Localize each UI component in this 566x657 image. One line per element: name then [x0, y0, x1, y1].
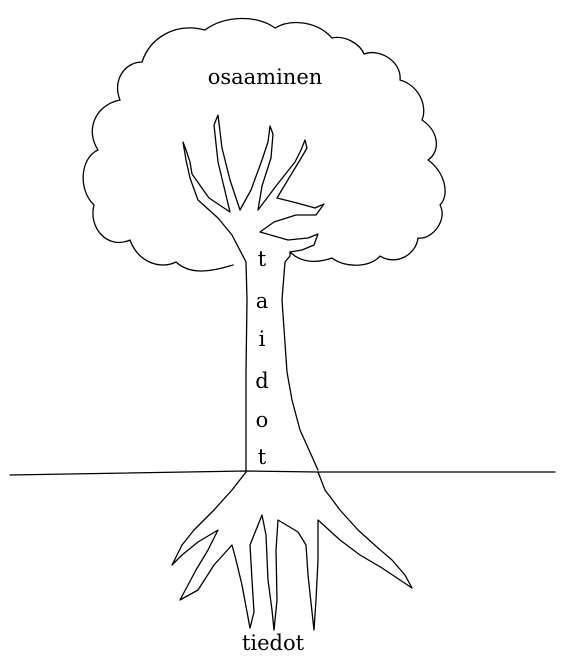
trunk-letter: o [256, 408, 269, 432]
tree-trunk-outline [183, 115, 324, 470]
crown-label: osaaminen [208, 65, 323, 89]
roots-label: tiedot [242, 631, 305, 655]
trunk-letter: i [259, 327, 266, 351]
ground-line [10, 471, 555, 475]
tree-roots-outline [172, 472, 412, 630]
trunk-letter: t [258, 247, 267, 271]
trunk-letter: d [255, 369, 268, 393]
trunk-letter: a [256, 289, 269, 313]
trunk-letter: t [258, 445, 267, 469]
